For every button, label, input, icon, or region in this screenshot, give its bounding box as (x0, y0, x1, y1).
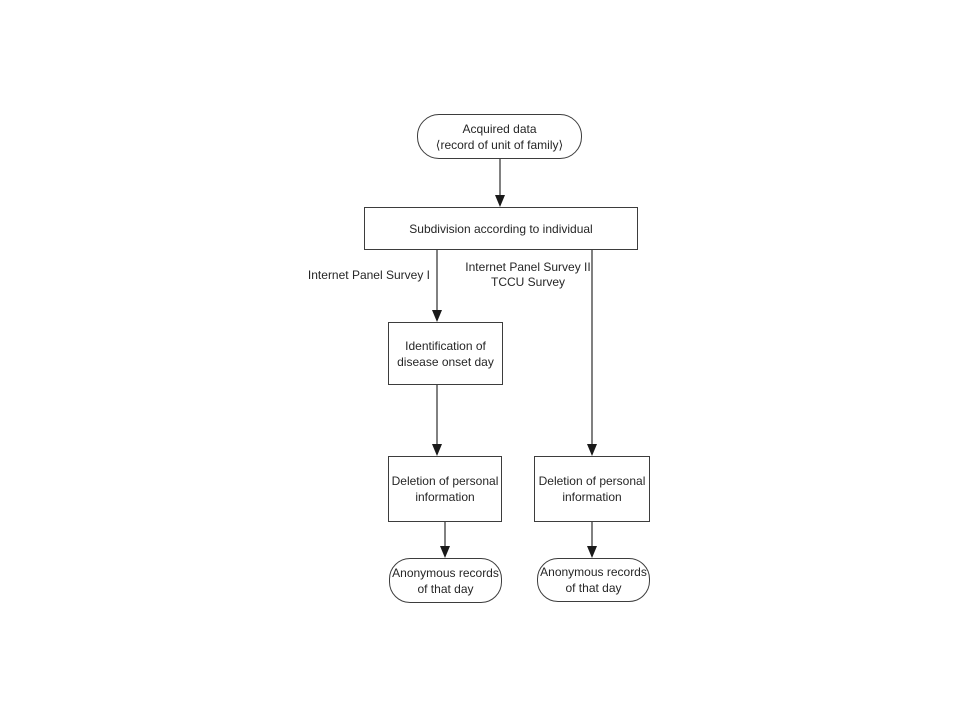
node-subdivision: Subdivision according to individual (364, 207, 638, 250)
node-text-line: Deletion of personal (538, 474, 646, 488)
node-identification-disease-onset: Identification of disease onset day (388, 322, 503, 385)
node-text-line: information (415, 490, 475, 504)
node-text-line: ⟨record of unit of family⟩ (435, 137, 564, 152)
arrowhead-icon (432, 310, 442, 322)
node-acquired-data: Acquired data ⟨record of unit of family⟩ (417, 114, 582, 159)
arrowhead-icon (587, 546, 597, 558)
node-text-line: Acquired data (462, 121, 537, 136)
arrowhead-icon (495, 195, 505, 207)
node-text-line: information (562, 490, 622, 504)
branch-label-internet-panel-survey-1: Internet Panel Survey I (280, 268, 430, 283)
branch-label-line: Internet Panel Survey II (465, 260, 591, 274)
node-deletion-personal-info-left: Deletion of personal information (388, 456, 502, 522)
node-text-line: Anonymous records (392, 565, 499, 580)
branch-label-internet-panel-survey-2: Internet Panel Survey II TCCU Survey (458, 260, 598, 289)
node-anonymous-records-left: Anonymous records of that day (389, 558, 502, 603)
arrowhead-icon (432, 444, 442, 456)
node-text-line: of that day (565, 581, 622, 595)
branch-label-line: Internet Panel Survey I (307, 268, 430, 282)
node-deletion-personal-info-right: Deletion of personal information (534, 456, 650, 522)
arrowhead-icon (440, 546, 450, 558)
node-anonymous-records-right: Anonymous records of that day (537, 558, 650, 602)
node-text-line: Deletion of personal (391, 474, 499, 488)
node-text-line: Identification of (405, 338, 486, 353)
node-text-line: of that day (417, 581, 474, 596)
node-text-line: disease onset day (397, 354, 494, 369)
node-text-line: Subdivision according to individual (409, 221, 593, 236)
branch-label-line: TCCU Survey (490, 274, 565, 289)
arrowhead-icon (587, 444, 597, 456)
node-text-line: Anonymous records (540, 565, 647, 579)
